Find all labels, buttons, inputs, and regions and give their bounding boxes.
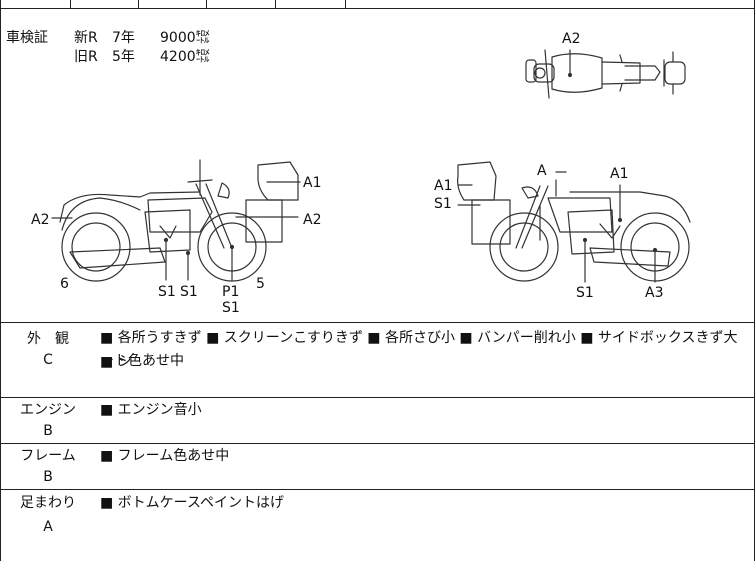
top-cell-divider-2 — [138, 0, 139, 8]
row-detail-line1: ■ ボトムケースペイントはげ — [100, 495, 284, 511]
top-view-label-a2: A2 — [562, 31, 581, 47]
right-side-bike — [457, 161, 691, 283]
right-label-a3: A3 — [645, 285, 664, 301]
row-detail-line1: ■ エンジン音小 — [100, 402, 202, 418]
top-cell-divider-3 — [206, 0, 207, 8]
old-km: 4200㌖ — [160, 49, 210, 65]
left-label-s1c: S1 — [222, 300, 240, 316]
top-cell-divider-5 — [345, 0, 346, 8]
right-label-s1-left: S1 — [434, 196, 452, 212]
new-r-label: 新R — [74, 30, 98, 46]
top-cell-divider-4 — [275, 0, 276, 8]
row-divider-2 — [0, 443, 755, 444]
shaken-label: 車検証 — [6, 30, 48, 46]
top-view-bike — [525, 49, 686, 99]
row-title: エンジン — [20, 402, 76, 418]
left-label-s1a: S1 — [158, 284, 176, 300]
left-label-s1b: S1 — [180, 284, 198, 300]
row-grade: A — [43, 519, 53, 535]
left-border — [0, 0, 1, 561]
row-detail-line2: ート色あせ中 — [100, 353, 184, 369]
row-detail-line1: ■ フレーム色あせ中 — [100, 448, 230, 464]
row-divider-3 — [0, 489, 755, 490]
right-label-a1-right: A1 — [610, 166, 629, 182]
old-years: 5年 — [112, 49, 135, 65]
right-label-a-top: A — [537, 163, 547, 179]
row-title: 外 観 — [27, 331, 69, 347]
left-side-bike — [51, 159, 301, 282]
row-title: 足まわり — [20, 495, 76, 511]
right-label-a1-left: A1 — [434, 178, 453, 194]
row-title: フレーム — [20, 448, 76, 464]
top-cell-divider-1 — [70, 0, 71, 8]
diagram-bottom-border — [0, 322, 755, 323]
left-label-5: 5 — [256, 276, 265, 292]
row-detail-line1: ■ 各所うすきず ■ スクリーンこすりきず ■ 各所さび小 ■ バンパー削れ小 … — [100, 330, 738, 370]
new-years: 7年 — [112, 30, 135, 46]
old-r-label: 旧R — [74, 49, 98, 65]
new-km: 9000㌖ — [160, 30, 210, 46]
row-grade: B — [43, 423, 53, 439]
row-grade: C — [43, 352, 53, 368]
top-border — [0, 8, 755, 9]
left-label-6: 6 — [60, 276, 69, 292]
left-label-a2-front: A2 — [31, 212, 50, 228]
left-label-a1: A1 — [303, 175, 322, 191]
left-label-a2-rear: A2 — [303, 212, 322, 228]
right-label-s1-bottom: S1 — [576, 285, 594, 301]
row-grade: B — [43, 469, 53, 485]
left-label-p1: P1 — [222, 284, 240, 300]
row-divider-1 — [0, 397, 755, 398]
